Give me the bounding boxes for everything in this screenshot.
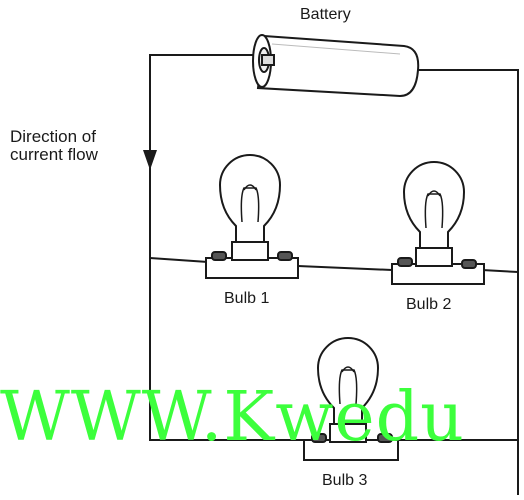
wire-top-left: [149, 54, 310, 441]
direction-label-line-1: Direction of: [10, 127, 96, 146]
bulb-1-label: Bulb 1: [224, 290, 270, 307]
battery-icon: [252, 34, 420, 98]
bulb-2-label: Bulb 2: [406, 296, 452, 313]
bulb-2-icon: [391, 161, 485, 285]
watermark-text: WWW.Kwedu: [0, 378, 465, 457]
direction-label: Direction of current flow: [10, 128, 98, 164]
battery-label: Battery: [300, 6, 351, 23]
bulb-3-label: Bulb 3: [322, 472, 368, 489]
bulb-1-icon: [205, 154, 299, 279]
wire-middle: [149, 257, 209, 263]
direction-label-line-2: current flow: [10, 145, 98, 164]
bulb-3-icon: [303, 337, 399, 461]
direction-arrow-icon: [143, 150, 157, 170]
wire-middle-2: [297, 265, 393, 271]
wire-top-right: [418, 69, 519, 495]
wire-middle-3: [481, 269, 519, 273]
